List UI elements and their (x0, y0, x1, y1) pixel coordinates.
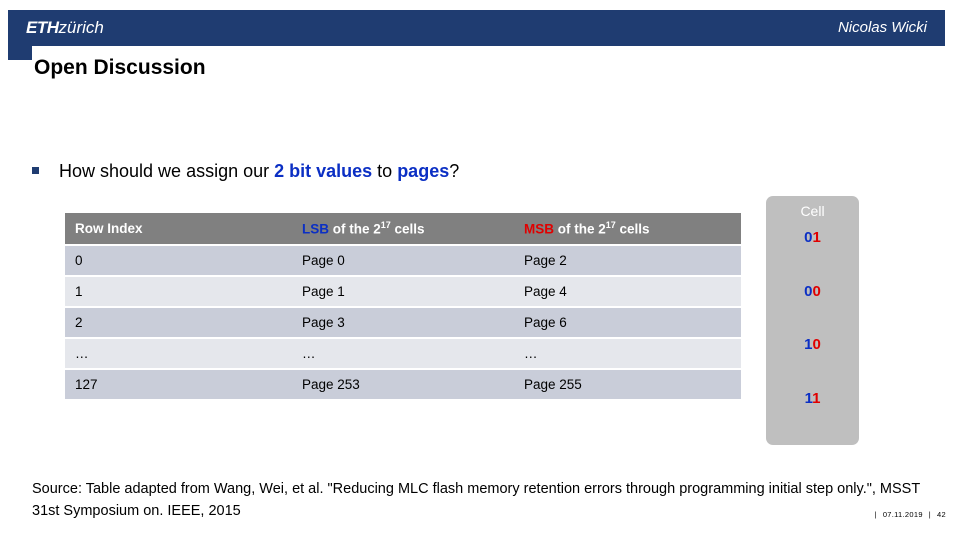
page-mapping-table: Row Index LSB of the 217 cells MSB of th… (65, 211, 741, 401)
msb-header-tail: cells (615, 221, 650, 237)
cell-msb-page: Page 6 (512, 307, 741, 337)
bullet-text-part3: ? (449, 161, 460, 181)
square-bullet-icon (32, 167, 39, 174)
cell-value-1-msb-bit: 0 (812, 283, 821, 300)
cell-row-index: 127 (65, 369, 290, 399)
cell-row-index: 1 (65, 276, 290, 306)
column-header-msb: MSB of the 217 cells (512, 213, 741, 244)
lsb-keyword: LSB (302, 221, 329, 237)
cell-row-index: 0 (65, 245, 290, 275)
eth-zurich-logo: ETHzürich (26, 18, 104, 38)
msb-keyword: MSB (524, 221, 554, 237)
bullet-text: How should we assign our 2 bit values to… (59, 161, 459, 182)
table-header-row: Row Index LSB of the 217 cells MSB of th… (65, 213, 741, 244)
cell-value-3: 11 (766, 390, 859, 407)
eth-logo-city: zürich (58, 18, 104, 37)
cell-msb-page: Page 255 (512, 369, 741, 399)
table-header: Row Index LSB of the 217 cells MSB of th… (65, 213, 741, 244)
lsb-header-tail: cells (390, 221, 425, 237)
cell-panel-title: Cell (800, 203, 825, 219)
bullet-text-part1: How should we assign our (59, 161, 275, 181)
cell-value-1: 00 (766, 283, 859, 300)
table-row: ……… (65, 338, 741, 368)
footer-separator-left: | (874, 510, 877, 519)
lsb-header-rest: of the 2 (329, 221, 381, 237)
cell-row-index: … (65, 338, 290, 368)
cell-msb-page: Page 2 (512, 245, 741, 275)
footer-date: 07.11.2019 (882, 510, 923, 519)
eth-logo-mark: ETH (26, 18, 59, 37)
cell-row-index: 2 (65, 307, 290, 337)
slide-header-bar: ETHzürich Nicolas Wicki (8, 10, 945, 46)
cell-value-1-lsb-bit: 0 (804, 283, 813, 300)
column-header-lsb: LSB of the 217 cells (290, 213, 512, 244)
cell-msb-page: … (512, 338, 741, 368)
page-title: Open Discussion (34, 56, 206, 79)
lsb-header-superscript: 17 (380, 220, 391, 230)
footer-page-number: 42 (937, 510, 946, 519)
cell-value-0-msb-bit: 1 (812, 229, 821, 246)
bullet-text-part2: to (372, 161, 398, 181)
presenter-name: Nicolas Wicki (837, 19, 927, 36)
cell-value-2: 10 (766, 336, 859, 353)
cell-value-2-lsb-bit: 1 (804, 336, 813, 353)
cell-value-0: 01 (766, 229, 859, 246)
cell-value-3-msb-bit: 1 (812, 390, 821, 407)
cell-value-3-lsb-bit: 1 (804, 390, 813, 407)
bullet-line: How should we assign our 2 bit values to… (32, 161, 459, 182)
msb-header-rest: of the 2 (554, 221, 606, 237)
header-accent-tab (8, 46, 32, 60)
footer-separator-right: | (928, 510, 932, 519)
bullet-highlight-pages: pages (397, 161, 450, 181)
cell-msb-page: Page 4 (512, 276, 741, 306)
cell-lsb-page: Page 1 (290, 276, 512, 306)
cell-legend-panel: Cell 01 00 10 11 (766, 196, 859, 445)
msb-header-superscript: 17 (605, 220, 616, 230)
cell-lsb-page: Page 3 (290, 307, 512, 337)
footer-meta: | 07.11.2019 | 42 (869, 510, 946, 519)
column-header-row-index: Row Index (65, 213, 290, 244)
cell-lsb-page: … (290, 338, 512, 368)
source-citation: Source: Table adapted from Wang, Wei, et… (32, 481, 920, 519)
cell-lsb-page: Page 253 (290, 369, 512, 399)
cell-lsb-page: Page 0 (290, 245, 512, 275)
bullet-highlight-bitvalues: 2 bit values (274, 161, 373, 181)
cell-value-2-msb-bit: 0 (812, 336, 821, 353)
cell-value-0-lsb-bit: 0 (804, 229, 813, 246)
